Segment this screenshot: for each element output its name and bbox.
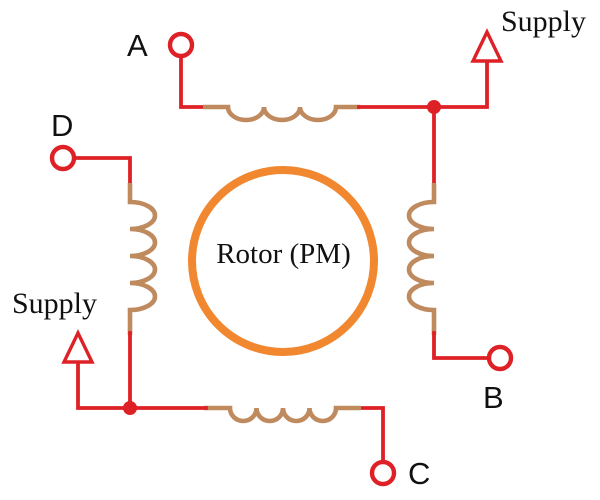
wire-right-lower — [432, 331, 491, 360]
wire-bottom-to-supply — [76, 360, 208, 410]
supply-arrow-top-icon — [470, 28, 504, 63]
coil-bottom-winding — [204, 405, 361, 424]
terminal-b-ring — [486, 344, 514, 372]
wire-terminal-a — [179, 56, 208, 109]
wire-top-to-supply — [357, 59, 489, 109]
terminal-d-label: D — [51, 108, 74, 143]
coil-right-winding — [406, 183, 437, 335]
rotor-label: Rotor (PM) — [216, 238, 351, 270]
terminal-a-ring — [167, 31, 195, 59]
wire-terminal-c — [356, 406, 385, 464]
junction-dot-bottom — [123, 401, 137, 415]
coil-top-winding — [203, 104, 360, 123]
rotor-circle — [188, 166, 378, 356]
junction-dot-top — [427, 100, 441, 114]
supply-label-bottom-left: Supply — [12, 287, 98, 320]
terminal-b-label: B — [483, 380, 504, 415]
terminal-a-label: A — [127, 28, 148, 63]
wire-terminal-d — [73, 156, 132, 187]
supply-label-top-right: Supply — [501, 5, 587, 38]
terminal-d-ring — [49, 144, 77, 172]
terminal-c-ring — [369, 459, 397, 487]
supply-arrow-bottom-icon — [61, 329, 95, 364]
coil-left-winding — [127, 183, 158, 335]
terminal-c-label: C — [408, 456, 431, 491]
